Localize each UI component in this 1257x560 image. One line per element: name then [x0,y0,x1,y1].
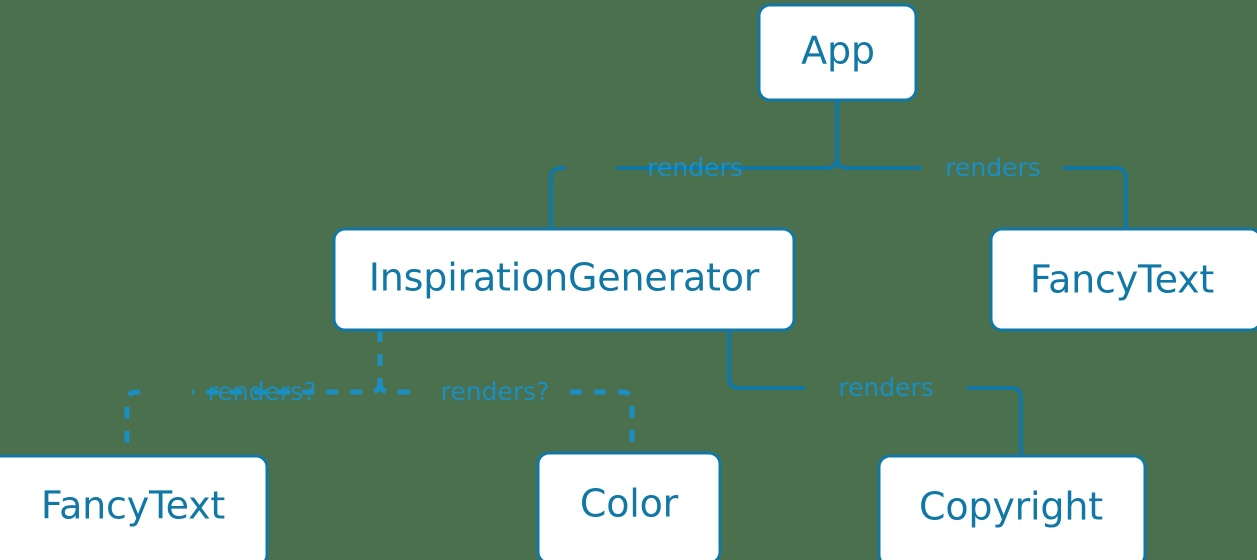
edge-app-trunk-left [763,100,839,170]
edge-inspiration-generator-to-fancytext-bottom-elbow [124,389,140,455]
edge-label-inspiration-generator-to-color: renders? [441,377,550,406]
node-color[interactable]: Color [536,451,722,560]
node-inspiration-generator[interactable]: InspirationGenerator [332,227,796,332]
node-app-label: App [801,29,875,73]
edge-app-to-fancytext-right-elbow [1063,166,1128,228]
node-copyright-box[interactable] [877,454,1147,560]
edge-inspiration-generator-to-color-elbow [570,389,635,452]
node-app-box[interactable] [757,3,918,102]
node-fancytext-right[interactable]: FancyText [989,227,1257,332]
node-color-label: Color [580,482,679,526]
edge-app-to-inspiration-generator-elbow [549,166,566,228]
node-color-box[interactable] [536,451,722,560]
edge-label-inspiration-generator-to-fancytext-bottom: renders? [208,377,317,406]
edge-label-inspiration-generator-to-copyright: renders [838,373,934,402]
node-fancytext-bottom[interactable]: FancyText [0,454,269,560]
edge-inspiration-generator-dashed-right-branch [377,381,417,395]
edge-app-trunk-right [835,100,913,170]
node-app[interactable]: App [757,3,918,102]
edge-label-app-to-fancytext-right: renders [945,153,1041,182]
node-fancytext-bottom-label: FancyText [41,484,225,528]
node-copyright-label: Copyright [919,485,1103,529]
node-fancytext-right-box[interactable] [989,227,1257,332]
node-copyright[interactable]: Copyright [877,454,1147,560]
edge-label-app-to-inspiration-generator: renders [647,153,743,182]
node-inspiration-generator-label: InspirationGenerator [369,256,760,300]
edge-inspiration-generator-to-copyright-left [727,330,805,390]
edge-inspiration-generator-to-copyright-right [967,386,1023,455]
node-fancytext-bottom-box[interactable] [0,454,269,560]
node-inspiration-generator-box[interactable] [332,227,796,332]
node-fancytext-right-label: FancyText [1030,258,1214,302]
